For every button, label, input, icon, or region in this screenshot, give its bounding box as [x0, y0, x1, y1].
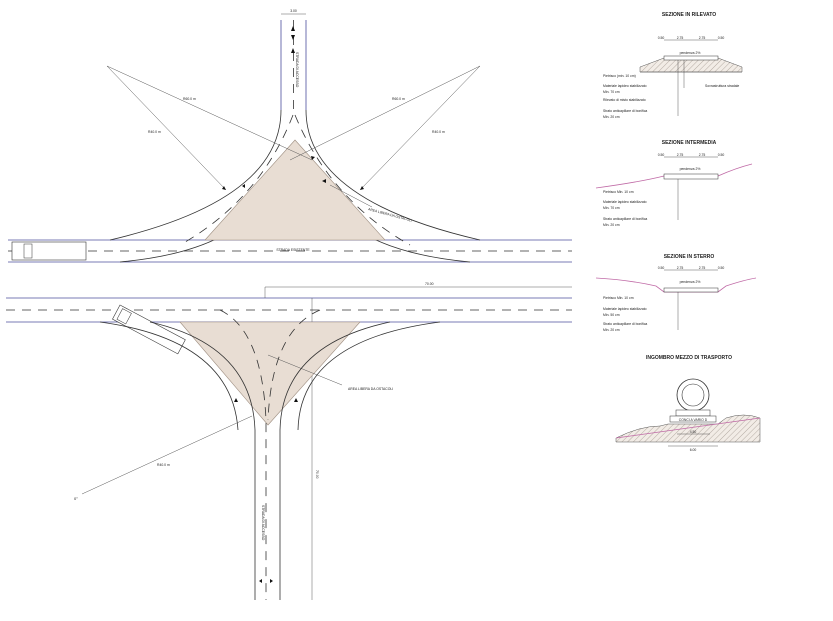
top-curve-left-outer	[109, 109, 282, 241]
top-arrow-8	[242, 184, 245, 188]
top-island-label: AREA LIBERA DA OSTACOLI	[368, 207, 413, 223]
top-vehicle	[11, 241, 87, 261]
intermedia-dim-4: 0.50	[718, 153, 725, 157]
bottom-arrow-1	[234, 398, 238, 402]
section-ingombro-title: INGOMBRO MEZZO DI TRASPORTO	[646, 355, 732, 361]
bottom-curve-left-outer	[149, 321, 256, 600]
top-radius-line-right-2	[289, 65, 481, 161]
bottom-access-centerline	[219, 309, 267, 600]
intermedia-slope: pendenza 2%	[680, 167, 701, 171]
sterro-dim-4: 0.50	[718, 266, 725, 270]
intermedia-label-5: Min. 20 cm	[603, 223, 620, 227]
bottom-radius-line	[81, 415, 253, 495]
bottom-dimension-horizontal: 70.00	[425, 282, 434, 286]
bottom-intersection-plan: 70.00 70.00 AREA LIBERA DA OSTACOLI STRA…	[6, 282, 572, 600]
bottom-dimension-vertical: 70.00	[315, 470, 319, 479]
intermedia-label-2: Materiale lapideo stabilizzato	[603, 200, 647, 204]
rilevato-side-label: Sovrastruttura stradale	[705, 84, 739, 88]
rilevato-dim-2: 2.75	[677, 36, 684, 40]
section-ingombro: INGOMBRO MEZZO DI TRASPORTO CONCI A VARI…	[615, 355, 761, 452]
rilevato-label-3: Min. 70 cm	[603, 90, 620, 94]
rilevato-slope: pendenza 2%	[680, 51, 701, 55]
intermedia-dim-1: 0.50	[658, 153, 665, 157]
transport-vehicle-label: CONCI A VARIO D	[679, 418, 708, 422]
top-intersection-plan: 3.00 STRADA DI ACCESSO AREA LIBERA DA OS…	[8, 9, 572, 263]
sterro-dim-1: 0.50	[658, 266, 665, 270]
top-radius-right-outer: R60.0 m	[392, 97, 405, 101]
top-arrow-1	[291, 26, 295, 31]
rilevato-dim-4: 0.50	[718, 36, 725, 40]
sterro-label-3: Min. 50 cm	[603, 313, 620, 317]
top-radius-left-outer: R60.0 m	[183, 97, 196, 101]
top-arrow-2	[291, 35, 295, 40]
top-existing-road-label: STRADA ESISTENTE	[276, 248, 310, 252]
rilevato-label-2: Materiale lapideo stabilizzato	[603, 84, 647, 88]
section-rilevato-title: SEZIONE IN RILEVATO	[662, 12, 716, 18]
top-radius-right-inner: R40.0 m	[432, 130, 445, 134]
top-curve-right-outer	[305, 109, 481, 241]
rilevato-label-6: Min. 20 cm	[603, 115, 620, 119]
sterro-label-1: Pietrisco Min. 10 cm	[603, 296, 634, 300]
bottom-vehicle	[112, 304, 186, 355]
top-arrow-5	[360, 186, 364, 190]
intermedia-dim-2: 2.75	[677, 153, 684, 157]
bottom-arrow-2	[294, 398, 298, 402]
bottom-island-label: AREA LIBERA DA OSTACOLI	[348, 387, 393, 391]
bottom-access-road-label: STRADA DI ACCESSO	[261, 505, 265, 541]
top-curve-right-dash	[294, 114, 411, 246]
transport-ground	[615, 414, 761, 443]
intermedia-dim-3: 2.75	[699, 153, 706, 157]
transport-load-inner	[681, 383, 705, 407]
sterro-label-2: Materiale lapideo stabilizzato	[603, 307, 647, 311]
section-sterro-title: SEZIONE IN STERRO	[664, 254, 715, 260]
rilevato-dim-3: 2.75	[699, 36, 706, 40]
bottom-angle-label: 0°	[74, 496, 78, 501]
bottom-curve-left-inner	[99, 321, 239, 431]
top-radius-line-left	[106, 65, 227, 191]
bottom-arrow-4	[270, 579, 273, 583]
top-arrow-6	[311, 156, 315, 160]
intermedia-label-4: Strato anticapillare di bonifica	[603, 217, 647, 221]
top-arrow-7	[322, 179, 326, 183]
top-radius-left-inner: R40.0 m	[148, 130, 161, 134]
section-intermedia-title: SEZIONE INTERMEDIA	[662, 140, 717, 146]
section-intermedia: SEZIONE INTERMEDIA 0.50 2.75 2.75 0.50 p…	[595, 140, 753, 227]
transport-vehicle-bed	[669, 415, 717, 423]
sterro-dim-2: 2.75	[677, 266, 684, 270]
bottom-island	[179, 321, 361, 426]
sterro-slope: pendenza 2%	[680, 280, 701, 284]
rilevato-dim-1: 0.50	[658, 36, 665, 40]
top-dimension: 3.00	[290, 9, 297, 13]
bottom-radius-label: R40.0 m	[157, 463, 170, 467]
section-sterro: SEZIONE IN STERRO 0.50 2.75 2.75 0.50 pe…	[595, 254, 757, 332]
section-rilevato: SEZIONE IN RILEVATO 0.50 2.75 2.75 0.50 …	[603, 12, 743, 119]
intermedia-label-1: Pietrisco Min. 10 cm	[603, 190, 634, 194]
intermedia-label-3: Min. 70 cm	[603, 206, 620, 210]
top-radius-line-right	[359, 65, 481, 191]
bottom-arrow-3	[259, 579, 262, 583]
sterro-label-4: Strato anticapillare di bonifica	[603, 322, 647, 326]
top-access-road-label: STRADA DI ACCESSO	[295, 52, 299, 88]
top-radius-line-left-2	[106, 65, 313, 161]
bottom-curve-dash-right	[267, 309, 321, 421]
rilevato-label-1: Pietrisco (min. 10 cm)	[603, 74, 636, 78]
top-curve-left-dash	[179, 114, 294, 246]
rilevato-label-4: Rilevato di misto stabilizzato	[603, 98, 646, 102]
transport-dim-2: 6.00	[690, 448, 697, 452]
top-island	[204, 139, 386, 241]
sterro-dim-3: 2.75	[699, 266, 706, 270]
bottom-curve-right-inner	[297, 321, 441, 431]
top-arrow-3	[291, 48, 295, 53]
top-arrow-4	[222, 186, 226, 190]
bottom-curve-right-outer	[279, 321, 391, 600]
transport-dim-1: 4.50	[690, 430, 697, 434]
sterro-label-5: Min. 20 cm	[603, 328, 620, 332]
rilevato-label-5: Strato anticapillare di bonifica	[603, 109, 647, 113]
